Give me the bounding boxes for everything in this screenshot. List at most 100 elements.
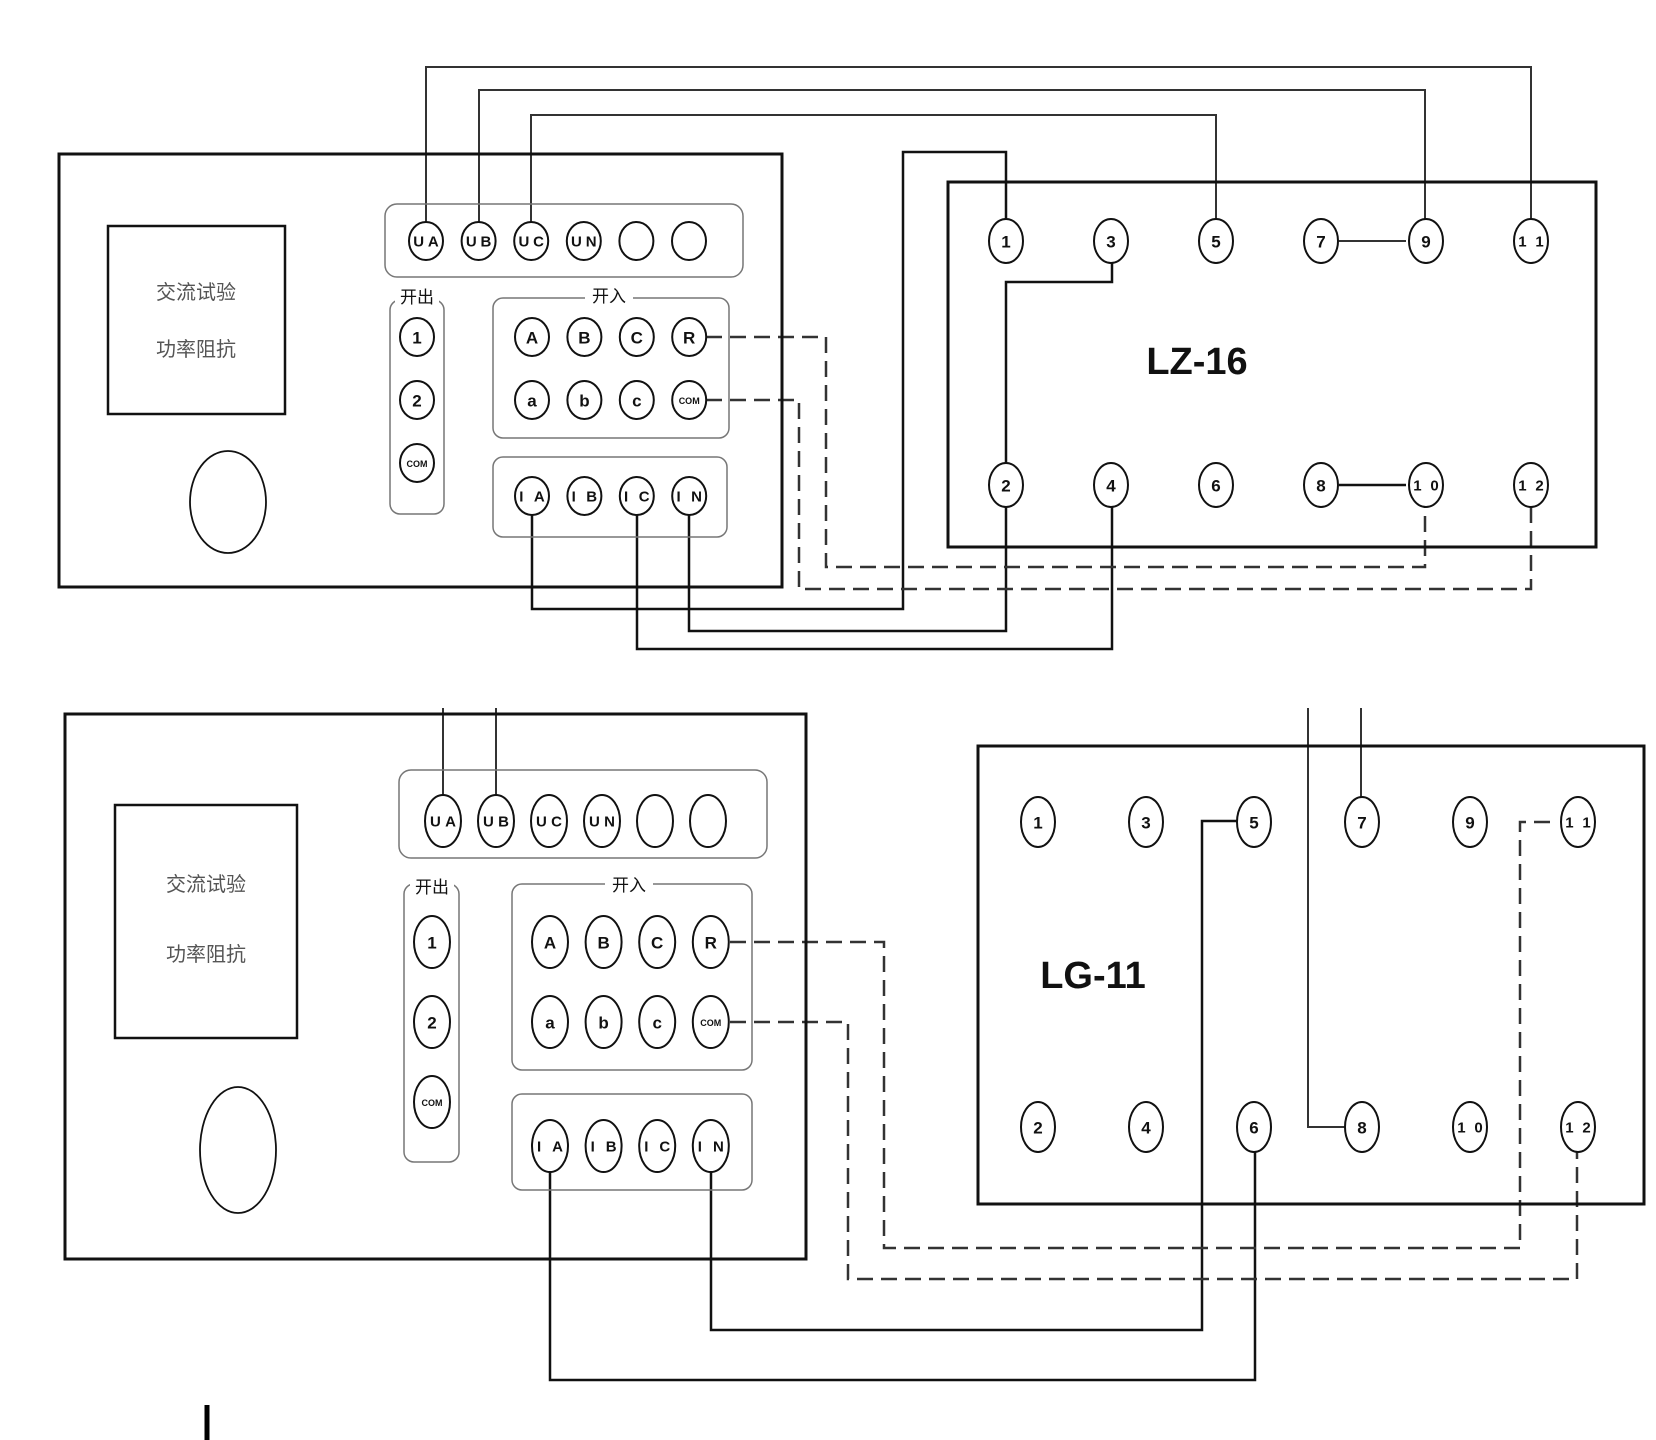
relay-terminal-9[interactable]: 9 <box>1452 796 1488 848</box>
terminal-circle[interactable] <box>1198 462 1234 508</box>
terminal-circle[interactable] <box>1513 218 1549 264</box>
voltage-terminal-ub[interactable]: UB <box>477 794 515 848</box>
terminal-circle[interactable] <box>513 221 550 261</box>
current-terminal-ia[interactable]: IA <box>514 476 550 516</box>
terminal-circle[interactable] <box>530 794 568 848</box>
binary-in-terminal-c[interactable]: C <box>638 915 677 969</box>
terminal-circle[interactable] <box>399 380 435 420</box>
terminal-circle[interactable] <box>1303 218 1339 264</box>
terminal-circle[interactable] <box>584 995 623 1049</box>
relay-terminal-4[interactable]: 4 <box>1093 462 1129 508</box>
terminal-circle[interactable] <box>514 380 550 420</box>
binary-in-terminal-c[interactable]: c <box>618 380 655 420</box>
current-terminal-in[interactable]: IN <box>691 1119 730 1173</box>
terminal-circle[interactable] <box>618 221 655 261</box>
voltage-terminal-uc[interactable]: UC <box>513 221 550 261</box>
relay-terminal-12[interactable]: 12 <box>1560 1101 1596 1153</box>
terminal-circle[interactable] <box>1020 1101 1056 1153</box>
terminal-circle[interactable] <box>638 915 677 969</box>
terminal-circle[interactable] <box>638 1119 677 1173</box>
terminal-circle[interactable] <box>1236 796 1272 848</box>
binary-in-terminal-r[interactable]: R <box>671 317 708 357</box>
relay-terminal-11[interactable]: 11 <box>1513 218 1549 264</box>
terminal-circle[interactable] <box>1560 796 1596 848</box>
terminal-circle[interactable] <box>514 476 550 516</box>
terminal-circle[interactable] <box>691 995 730 1049</box>
terminal-circle[interactable] <box>691 915 730 969</box>
terminal-circle[interactable] <box>566 380 603 420</box>
terminal-circle[interactable] <box>531 995 569 1049</box>
terminal-circle[interactable] <box>1344 1101 1380 1153</box>
terminal-circle[interactable] <box>1452 796 1488 848</box>
binary-out-terminal-1[interactable]: 1 <box>399 317 435 357</box>
relay-terminal-10[interactable]: 10 <box>1408 462 1444 508</box>
current-terminal-ic[interactable]: IC <box>638 1119 677 1173</box>
voltage-terminal-un[interactable]: UN <box>583 794 621 848</box>
tester-knob-top[interactable] <box>189 450 267 554</box>
binary-in-terminal-b[interactable]: b <box>584 995 623 1049</box>
relay-terminal-5[interactable]: 5 <box>1198 218 1234 264</box>
relay-terminal-8[interactable]: 8 <box>1344 1101 1380 1153</box>
relay-terminal-10[interactable]: 10 <box>1452 1101 1488 1153</box>
current-terminal-ib[interactable]: IB <box>566 476 603 516</box>
binary-in-terminal-a[interactable]: A <box>531 915 569 969</box>
relay-terminal-9[interactable]: 9 <box>1408 218 1444 264</box>
terminal-circle[interactable] <box>399 317 435 357</box>
terminal-circle[interactable] <box>689 794 727 848</box>
terminal-circle[interactable] <box>618 476 655 516</box>
binary-in-terminal-r[interactable]: R <box>691 915 730 969</box>
terminal-circle[interactable] <box>531 915 569 969</box>
terminal-circle[interactable] <box>1452 1101 1488 1153</box>
relay-terminal-3[interactable]: 3 <box>1093 218 1129 264</box>
binary-in-terminal-b[interactable]: B <box>566 317 603 357</box>
relay-terminal-1[interactable]: 1 <box>1020 796 1056 848</box>
binary-in-terminal-a[interactable]: a <box>531 995 569 1049</box>
voltage-terminal-blank[interactable] <box>618 221 655 261</box>
binary-out-terminal-com[interactable]: COM <box>399 443 435 483</box>
terminal-circle[interactable] <box>1020 796 1056 848</box>
binary-in-terminal-c[interactable]: c <box>638 995 677 1049</box>
voltage-terminal-un[interactable]: UN <box>565 221 602 261</box>
binary-out-terminal-com[interactable]: COM <box>413 1075 451 1129</box>
relay-terminal-7[interactable]: 7 <box>1344 796 1380 848</box>
terminal-circle[interactable] <box>1303 462 1339 508</box>
tester-knob-bottom[interactable] <box>199 1086 277 1214</box>
current-terminal-in[interactable]: IN <box>671 476 708 516</box>
terminal-circle[interactable] <box>988 218 1024 264</box>
current-terminal-ic[interactable]: IC <box>618 476 655 516</box>
terminal-circle[interactable] <box>1560 1101 1596 1153</box>
voltage-terminal-blank[interactable] <box>689 794 727 848</box>
terminal-circle[interactable] <box>584 915 623 969</box>
voltage-terminal-ub[interactable]: UB <box>460 221 497 261</box>
relay-terminal-6[interactable]: 6 <box>1236 1101 1272 1153</box>
terminal-circle[interactable] <box>1408 462 1444 508</box>
terminal-circle[interactable] <box>671 380 708 420</box>
terminal-circle[interactable] <box>413 1075 451 1129</box>
current-terminal-ia[interactable]: IA <box>531 1119 569 1173</box>
terminal-circle[interactable] <box>408 221 444 261</box>
binary-in-terminal-b[interactable]: b <box>566 380 603 420</box>
terminal-circle[interactable] <box>399 443 435 483</box>
terminal-circle[interactable] <box>413 915 451 969</box>
binary-in-terminal-com[interactable]: COM <box>671 380 708 420</box>
relay-terminal-6[interactable]: 6 <box>1198 462 1234 508</box>
relay-terminal-7[interactable]: 7 <box>1303 218 1339 264</box>
terminal-circle[interactable] <box>531 1119 569 1173</box>
terminal-circle[interactable] <box>618 317 655 357</box>
relay-terminal-5[interactable]: 5 <box>1236 796 1272 848</box>
terminal-circle[interactable] <box>671 317 708 357</box>
current-terminal-ib[interactable]: IB <box>584 1119 623 1173</box>
binary-in-terminal-b[interactable]: B <box>584 915 623 969</box>
relay-terminal-3[interactable]: 3 <box>1128 796 1164 848</box>
terminal-circle[interactable] <box>1513 462 1549 508</box>
terminal-circle[interactable] <box>1236 1101 1272 1153</box>
relay-terminal-8[interactable]: 8 <box>1303 462 1339 508</box>
terminal-circle[interactable] <box>583 794 621 848</box>
terminal-circle[interactable] <box>1093 462 1129 508</box>
binary-in-terminal-a[interactable]: A <box>514 317 550 357</box>
binary-in-terminal-a[interactable]: a <box>514 380 550 420</box>
voltage-terminal-blank[interactable] <box>671 221 707 261</box>
terminal-circle[interactable] <box>1198 218 1234 264</box>
terminal-circle[interactable] <box>584 1119 623 1173</box>
terminal-circle[interactable] <box>1408 218 1444 264</box>
